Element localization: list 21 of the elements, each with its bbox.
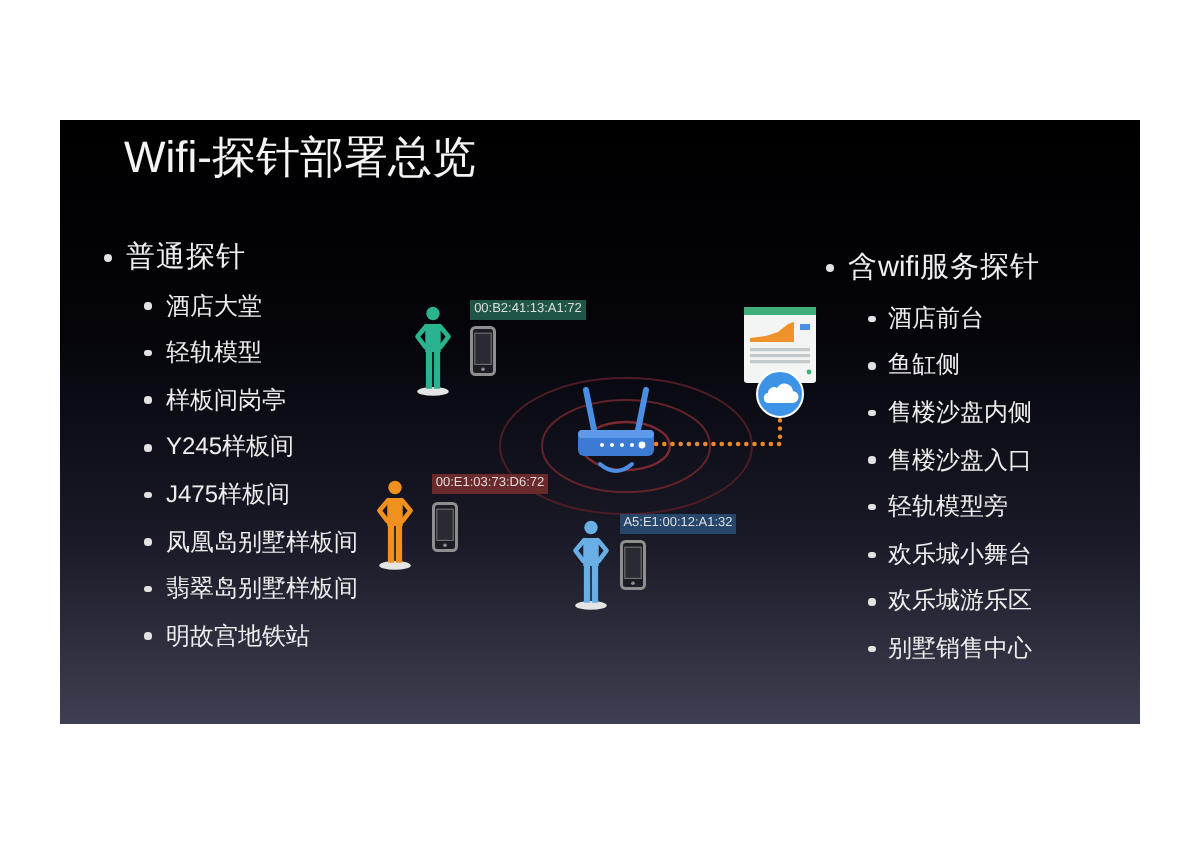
dotted-connector [653,415,783,447]
list-heading: 普通探针 [126,240,246,276]
list-item: 凤凰岛别墅样板间 [166,527,358,557]
list-heading: 含wifi服务探针 [848,250,1040,286]
list-item: 欢乐城小舞台 [888,539,1032,570]
list-item: 明故宫地铁站 [166,621,310,652]
list-item: 鱼缸侧 [888,350,960,381]
list-item: 别墅销售中心 [888,634,1032,664]
list-item: Y245样板间 [166,432,295,463]
list-item: 售楼沙盘内侧 [888,398,1032,428]
list-item: 欢乐城游乐区 [888,586,1032,617]
list-item: J475样板间 [166,479,291,510]
list-item: 翡翠岛别墅样板间 [166,574,358,605]
cloud-dashboard-icon [740,306,820,418]
list-item: 售楼沙盘入口 [888,445,1032,476]
list-item: 轻轨模型 [166,338,262,369]
list-item: 样板间岗亭 [166,385,286,416]
list-item: 酒店前台 [888,303,984,334]
list-item: 轻轨模型旁 [888,492,1008,523]
slide-title: Wifi-探针部署总览 [124,132,476,184]
list-item: 酒店大堂 [166,291,262,321]
